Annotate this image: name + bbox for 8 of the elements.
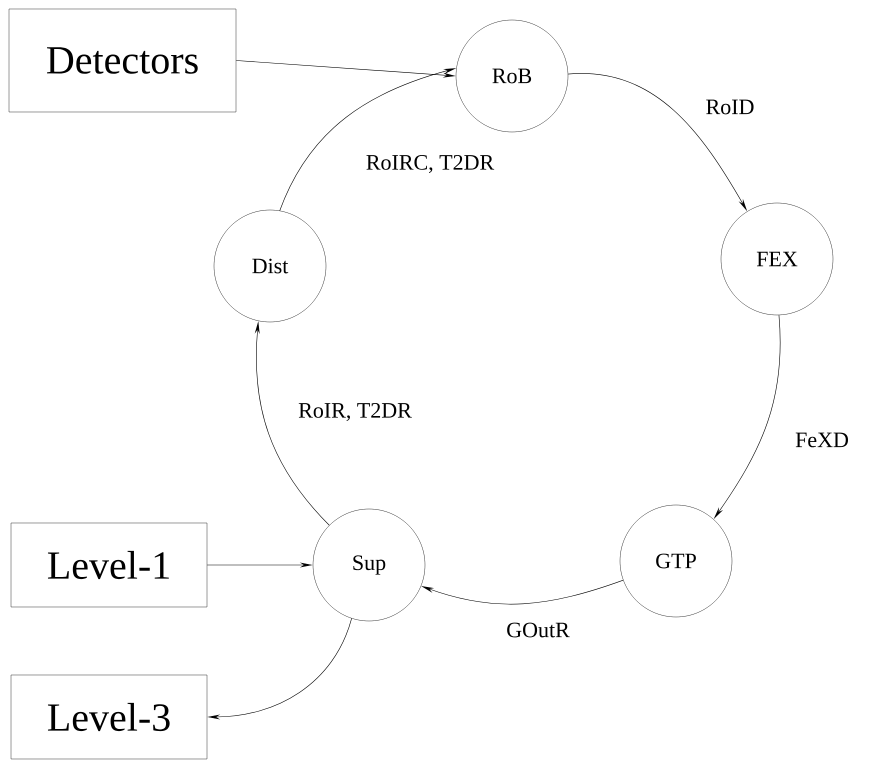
edge-label: RoIR, T2DR: [297, 402, 413, 422]
edge-label: RoID: [704, 98, 756, 116]
system-box: Level-3: [10, 674, 208, 760]
system-box: Detectors: [8, 8, 236, 112]
edge-label: FeXD: [794, 432, 850, 448]
edge-label: RoIRC, T2DR: [364, 154, 496, 174]
edge-label: GOutR: [505, 622, 571, 638]
system-box: Level-1: [10, 522, 208, 608]
